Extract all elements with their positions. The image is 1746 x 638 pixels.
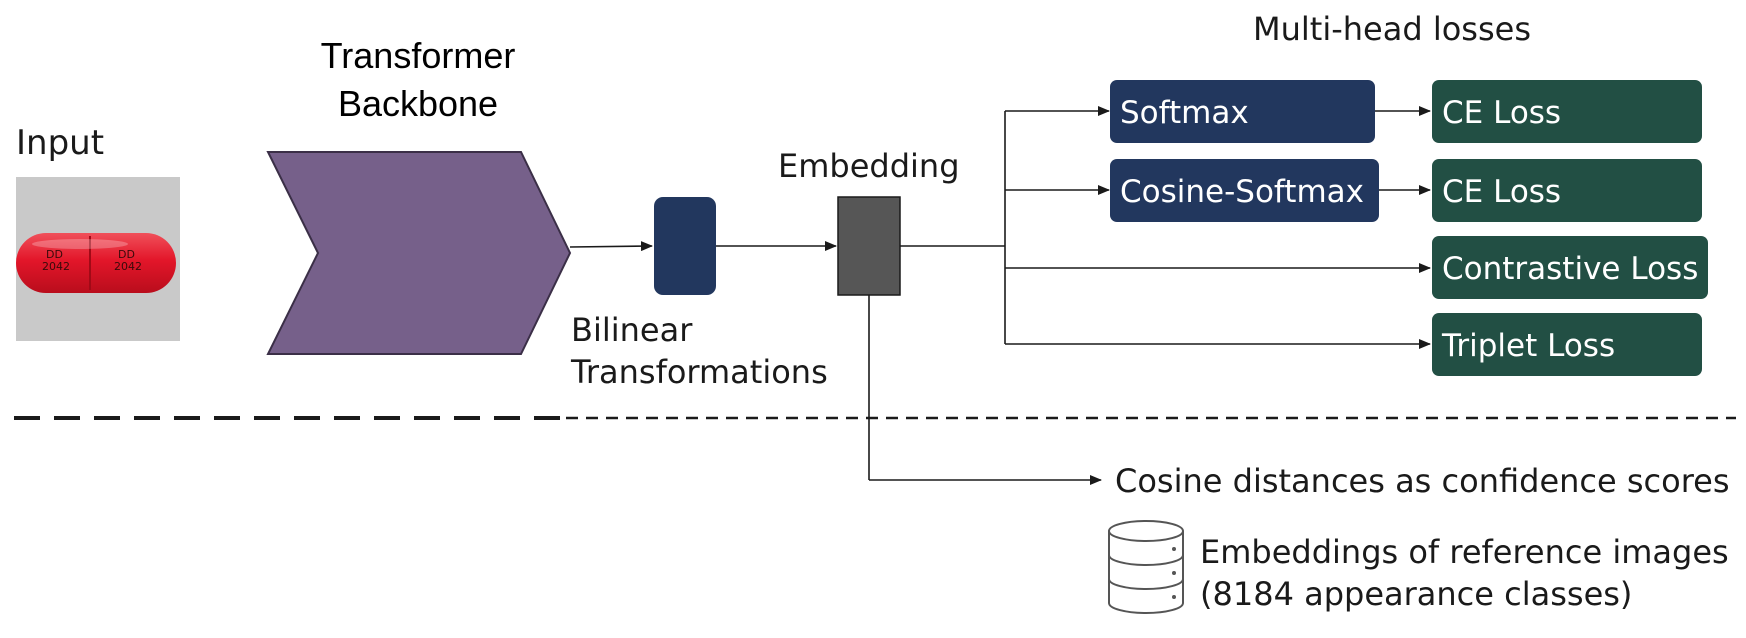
ce-loss-label-1: CE Loss xyxy=(1442,95,1561,131)
cosine-distances-label: Cosine distances as confidence scores xyxy=(1115,462,1730,500)
contrastive-loss-box xyxy=(1432,236,1708,299)
cosine-softmax-head xyxy=(1110,159,1379,222)
ce-loss-label-2: CE Loss xyxy=(1442,174,1561,210)
arrow-backbone-to-bilinear xyxy=(569,241,653,252)
svg-text:DD: DD xyxy=(46,248,63,261)
database-icon xyxy=(1108,520,1184,614)
svg-text:DD: DD xyxy=(118,248,135,261)
svg-text:2042: 2042 xyxy=(114,260,142,273)
capsule-pill xyxy=(16,233,176,293)
reference-embeddings-label-line2: (8184 appearance classes) xyxy=(1200,575,1632,613)
softmax-head xyxy=(1110,80,1375,143)
ce-loss-box-2 xyxy=(1432,159,1702,222)
backbone-label-line1: Transformer xyxy=(321,35,516,76)
svg-text:2042: 2042 xyxy=(42,260,70,273)
softmax-head-label: Softmax xyxy=(1120,95,1249,131)
embedding-label: Embedding xyxy=(778,147,960,185)
triplet-loss-box xyxy=(1432,313,1702,376)
embedding-block xyxy=(837,196,901,296)
multihead-losses-label: Multi-head losses xyxy=(1253,10,1531,48)
reference-embeddings-label-line1: Embeddings of reference images xyxy=(1200,533,1729,571)
bilinear-label-line1: Bilinear xyxy=(571,311,693,349)
input-label: Input xyxy=(16,123,104,163)
bilinear-label-line2: Transformations xyxy=(570,353,828,391)
backbone-label-line2: Backbone xyxy=(338,83,498,124)
ce-loss-box-1 xyxy=(1432,80,1702,143)
cosine-softmax-head-label: Cosine-Softmax xyxy=(1120,174,1364,210)
bilinear-block xyxy=(654,197,716,295)
input-image: DD 2042 DD 2042 xyxy=(16,177,180,341)
triplet-loss-label: Triplet Loss xyxy=(1441,328,1615,364)
transformer-backbone-block xyxy=(266,151,572,355)
contrastive-loss-label: Contrastive Loss xyxy=(1442,251,1698,287)
